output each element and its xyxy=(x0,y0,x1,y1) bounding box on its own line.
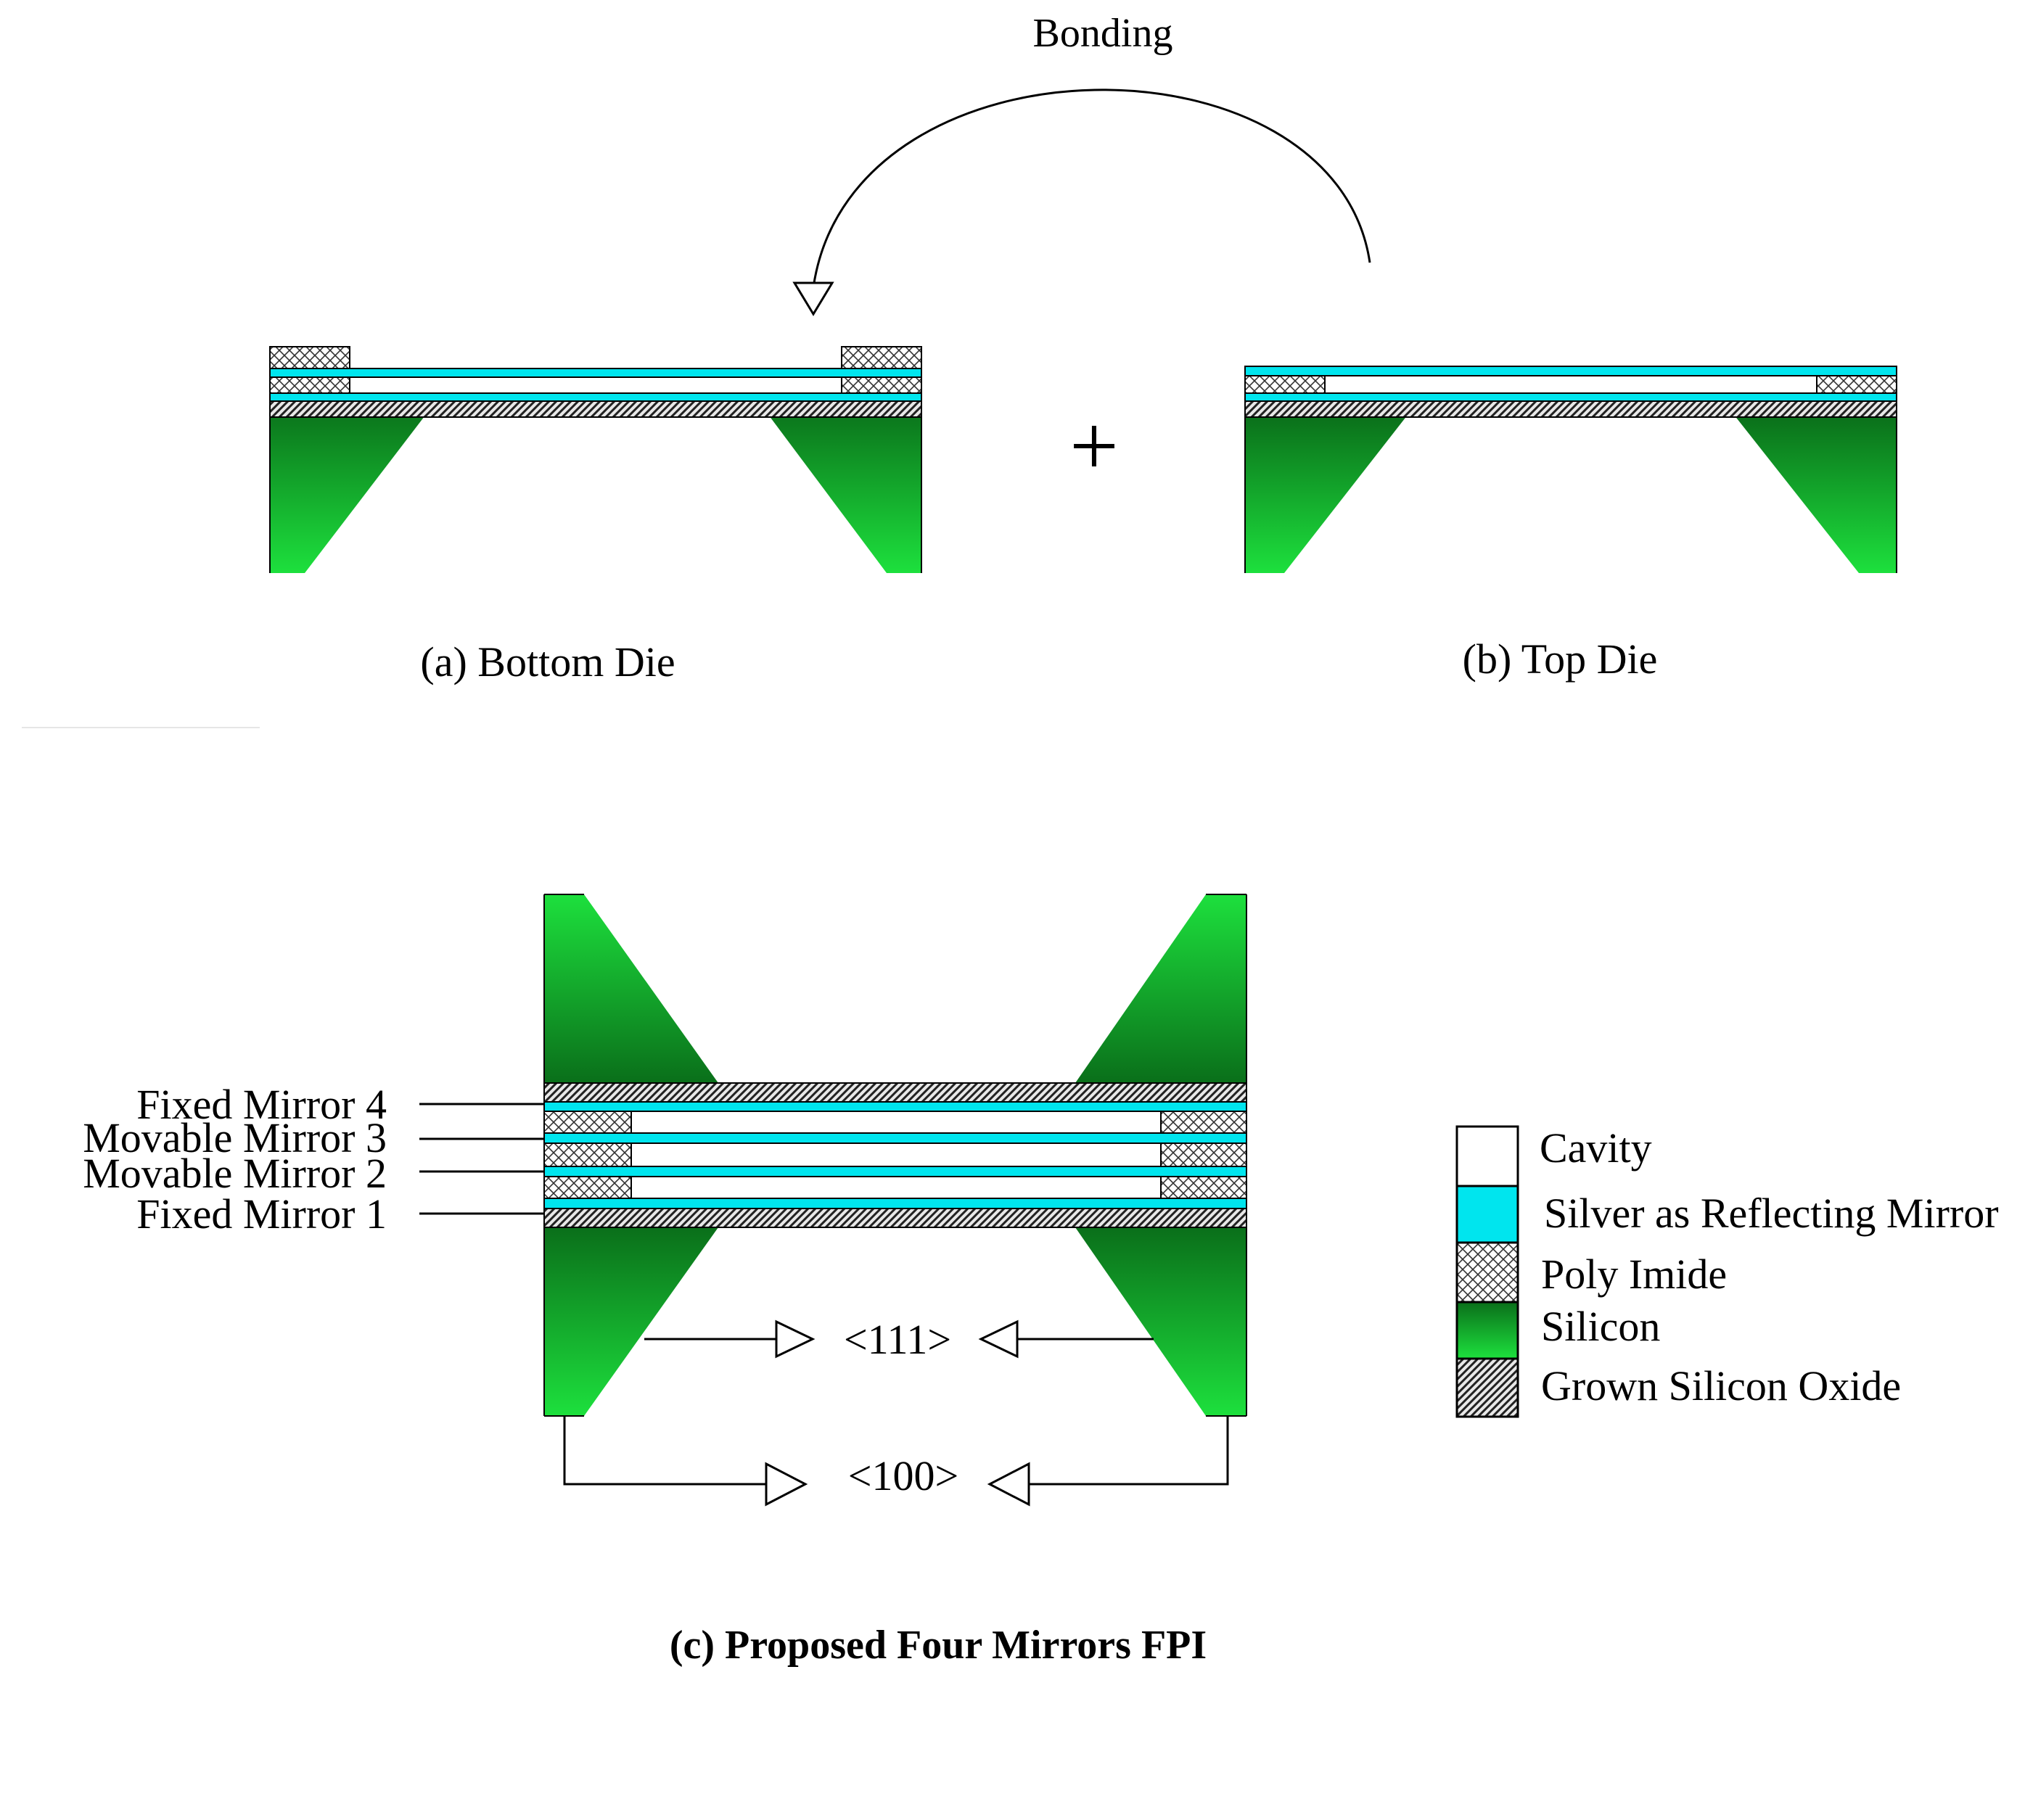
silicon-left xyxy=(1245,415,1408,573)
silver-upper xyxy=(1244,366,1897,376)
mirror-3-silver xyxy=(543,1132,1247,1144)
cavity-3 xyxy=(630,1111,1162,1134)
oxide-top xyxy=(543,1082,1247,1103)
label-mirror-2: Movable Mirror 2 xyxy=(83,1150,387,1197)
mirror-2-silver xyxy=(543,1166,1247,1177)
silver-lower xyxy=(1244,392,1897,402)
mirror-1-silver xyxy=(543,1198,1247,1209)
proposed-fpi xyxy=(419,894,1247,1507)
legend-label-oxide: Grown Silicon Oxide xyxy=(1541,1362,1901,1409)
top-die xyxy=(1244,366,1897,573)
oxide-layer xyxy=(269,400,922,418)
legend-swatch-cavity xyxy=(1455,1125,1519,1187)
polyimide-right-upper xyxy=(841,346,922,369)
silicon-right xyxy=(1734,415,1897,573)
legend-swatch-polyimide xyxy=(1455,1241,1519,1304)
legend-label-cavity: Cavity xyxy=(1540,1124,1652,1172)
caption-top-die: (b) Top Die xyxy=(1463,635,1658,683)
label-mirror-3: Movable Mirror 3 xyxy=(83,1114,387,1161)
arrow-100-left xyxy=(563,1416,808,1507)
silicon-left xyxy=(270,404,434,573)
label-mirror-4: Fixed Mirror 4 xyxy=(136,1081,387,1128)
plus-symbol: + xyxy=(1069,398,1119,494)
silicon-upper-left xyxy=(544,894,718,1083)
polyimide-1-left xyxy=(543,1176,632,1199)
legend-swatch-oxide xyxy=(1455,1357,1519,1418)
polyimide-left-lower xyxy=(269,376,350,394)
polyimide-2-right xyxy=(1160,1142,1247,1167)
cavity-2 xyxy=(630,1142,1162,1167)
arrow-100-right xyxy=(987,1416,1229,1507)
legend-label-polyimide: Poly Imide xyxy=(1541,1251,1727,1298)
bonding-label: Bonding xyxy=(1033,11,1173,56)
arrow-111-right xyxy=(978,1319,1154,1359)
bonding-arrow xyxy=(792,88,1371,316)
polyimide-left-upper xyxy=(269,346,350,369)
polyimide-right-lower xyxy=(841,376,922,394)
polyimide-3-right xyxy=(1160,1111,1247,1134)
mirror-4-silver xyxy=(543,1101,1247,1112)
polyimide-1-right xyxy=(1160,1176,1247,1199)
silicon-lower-right xyxy=(1075,1227,1246,1416)
arrow-111-left xyxy=(644,1319,816,1359)
legend-swatch-silicon xyxy=(1455,1301,1519,1360)
label-plane-111: <111> xyxy=(844,1316,951,1363)
oxide-layer xyxy=(1244,400,1897,418)
caption-bottom-die: (a) Bottom Die xyxy=(420,638,675,685)
silver-lower xyxy=(269,392,922,402)
cavity xyxy=(349,376,842,394)
polyimide-right xyxy=(1816,375,1897,394)
silicon-lower-left xyxy=(544,1227,718,1416)
legend xyxy=(1455,1125,1519,1418)
label-plane-100: <100> xyxy=(848,1452,958,1499)
cavity-1 xyxy=(630,1176,1162,1199)
cavity xyxy=(1324,375,1817,394)
label-mirror-1: Fixed Mirror 1 xyxy=(136,1190,387,1238)
silver-upper xyxy=(269,368,922,378)
polyimide-2-left xyxy=(543,1142,632,1167)
polyimide-3-left xyxy=(543,1111,632,1134)
legend-swatch-silver xyxy=(1455,1185,1519,1244)
caption-proposed-fpi: (c) Proposed Four Mirrors FPI xyxy=(670,1623,1207,1668)
bottom-die xyxy=(269,346,922,573)
oxide-bottom xyxy=(543,1208,1247,1228)
polyimide-left xyxy=(1244,375,1326,394)
legend-label-silicon: Silicon xyxy=(1541,1303,1660,1350)
silicon-upper-right xyxy=(1075,894,1246,1083)
legend-label-silver: Silver as Reflecting Mirror xyxy=(1544,1190,1999,1237)
silicon-right xyxy=(760,404,921,573)
